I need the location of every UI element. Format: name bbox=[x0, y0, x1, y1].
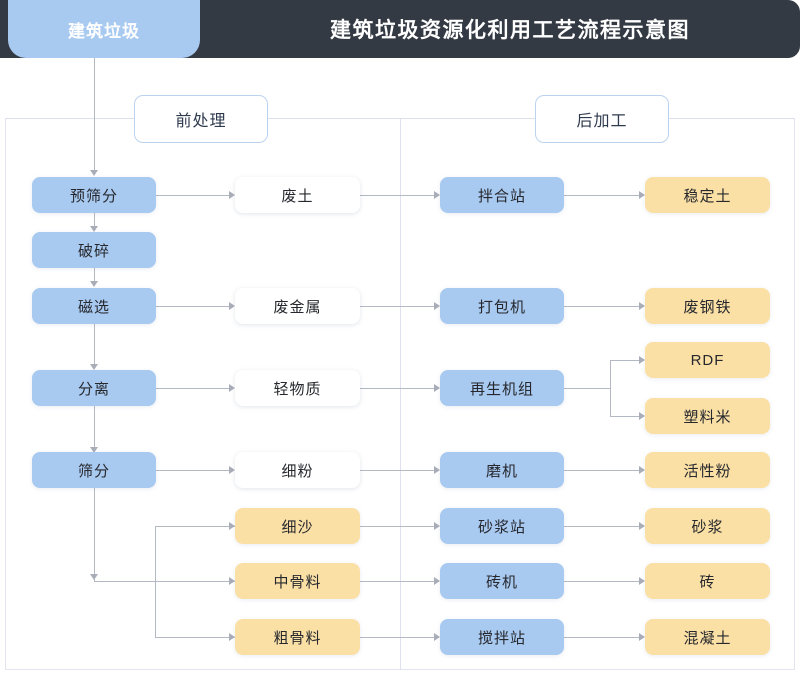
connector-screen-to-finepowder bbox=[156, 470, 229, 471]
connector-recycleunit-to-plasticpellet bbox=[610, 416, 640, 417]
arrowhead-right-coarse-aggregate bbox=[229, 633, 235, 641]
arrowhead-right-recycleunit bbox=[434, 384, 440, 392]
connector-brickmachine-to-brick bbox=[564, 581, 640, 582]
arrowhead-right-finepowder bbox=[229, 466, 235, 474]
arrowhead-right-concreteplant bbox=[434, 633, 440, 641]
node-scrap-steel[interactable]: 废钢铁 bbox=[645, 288, 770, 324]
connector-coarseaggregate-to-concreteplant bbox=[360, 637, 435, 638]
connector-mediumaggregate-to-brickmachine bbox=[360, 581, 435, 582]
connector-screen-down-trunk bbox=[94, 488, 95, 581]
arrowhead-right-lightmaterial bbox=[229, 384, 235, 392]
arrowhead-right-rdf bbox=[639, 356, 645, 364]
arrowhead-right-concrete bbox=[639, 633, 645, 641]
connector-screen-to-medium-aggregate bbox=[94, 581, 235, 582]
connector-finesand-to-mortarplant bbox=[360, 526, 435, 527]
node-rdf[interactable]: RDF bbox=[645, 342, 770, 378]
connector-prescreen-to-wastesoil bbox=[156, 195, 229, 196]
node-medium-aggregate[interactable]: 中骨料 bbox=[235, 563, 360, 599]
node-separation[interactable]: 分离 bbox=[32, 370, 156, 406]
arrowhead-down-screen-branch bbox=[90, 574, 98, 580]
connector-mixingplant-to-stabilizedsoil bbox=[564, 195, 640, 196]
connector-wastemetal-to-baler bbox=[360, 306, 435, 307]
arrowhead-down-separate bbox=[90, 364, 98, 370]
connector-recycleunit-to-rdf bbox=[610, 360, 640, 361]
node-waste-metal[interactable]: 废金属 bbox=[235, 288, 360, 324]
node-active-powder[interactable]: 活性粉 bbox=[645, 452, 770, 488]
connector-separate-to-screen bbox=[94, 406, 95, 448]
arrowhead-right-wastesoil bbox=[229, 191, 235, 199]
node-concrete-plant[interactable]: 搅拌站 bbox=[440, 619, 564, 655]
arrowhead-down-screen bbox=[90, 447, 98, 453]
connector-concreteplant-to-concrete bbox=[564, 637, 640, 638]
connector-prescreen-to-crush bbox=[94, 213, 95, 227]
node-brick[interactable]: 砖 bbox=[645, 563, 770, 599]
node-mortar-plant[interactable]: 砂浆站 bbox=[440, 508, 564, 544]
node-mill[interactable]: 磨机 bbox=[440, 452, 564, 488]
section-chip-postprocessing[interactable]: 后加工 bbox=[535, 95, 669, 143]
arrowhead-right-wastemetal bbox=[229, 302, 235, 310]
connector-separate-to-lightmaterial bbox=[156, 388, 229, 389]
arrowhead-right-activepowder bbox=[639, 466, 645, 474]
connector-aggregate-fork-trunk bbox=[155, 526, 156, 637]
node-fine-sand[interactable]: 细沙 bbox=[235, 508, 360, 544]
connector-crush-to-magnetic bbox=[94, 268, 95, 282]
connector-finepowder-to-mill bbox=[360, 470, 435, 471]
arrowhead-right-baler bbox=[434, 302, 440, 310]
arrowhead-down-magnetic bbox=[90, 281, 98, 287]
arrowhead-right-mill bbox=[434, 466, 440, 474]
arrowhead-down-prescreen bbox=[90, 170, 98, 176]
arrowhead-right-brick bbox=[639, 577, 645, 585]
arrowhead-right-fine-sand bbox=[229, 522, 235, 530]
connector-mill-to-activepowder bbox=[564, 470, 640, 471]
node-fine-powder[interactable]: 细粉 bbox=[235, 452, 360, 488]
node-crushing[interactable]: 破碎 bbox=[32, 232, 156, 268]
node-concrete[interactable]: 混凝土 bbox=[645, 619, 770, 655]
page-title: 建筑垃圾资源化利用工艺流程示意图 bbox=[330, 19, 690, 42]
arrowhead-right-mortarplant bbox=[434, 522, 440, 530]
connector-magnetic-to-wastemetal bbox=[156, 306, 229, 307]
arrowhead-right-scrapsteel bbox=[639, 302, 645, 310]
connector-baler-to-scrapsteel bbox=[564, 306, 640, 307]
node-recycling-unit[interactable]: 再生机组 bbox=[440, 370, 564, 406]
arrowhead-right-mixingplant bbox=[434, 191, 440, 199]
connector-to-fine-sand bbox=[155, 526, 235, 527]
connector-lightmaterial-to-recycleunit bbox=[360, 388, 435, 389]
arrowhead-right-stabilizedsoil bbox=[639, 191, 645, 199]
node-waste-soil[interactable]: 废土 bbox=[235, 177, 360, 213]
node-mixing-plant[interactable]: 拌合站 bbox=[440, 177, 564, 213]
connector-recycleunit-fork-trunk bbox=[610, 360, 611, 416]
arrowhead-right-mortar bbox=[639, 522, 645, 530]
node-brick-machine[interactable]: 砖机 bbox=[440, 563, 564, 599]
arrowhead-right-brickmachine bbox=[434, 577, 440, 585]
connector-tab-to-prescreen bbox=[94, 58, 95, 171]
arrowhead-down-crush bbox=[90, 226, 98, 232]
source-tab-construction-waste[interactable]: 建筑垃圾 bbox=[8, 0, 200, 58]
node-light-material[interactable]: 轻物质 bbox=[235, 370, 360, 406]
node-stabilized-soil[interactable]: 稳定土 bbox=[645, 177, 770, 213]
connector-to-coarse-aggregate bbox=[155, 637, 235, 638]
connector-recycleunit-stem bbox=[564, 388, 610, 389]
node-pre-screening[interactable]: 预筛分 bbox=[32, 177, 156, 213]
arrowhead-right-medium-aggregate bbox=[229, 577, 235, 585]
stage-divider bbox=[400, 118, 401, 670]
node-mortar[interactable]: 砂浆 bbox=[645, 508, 770, 544]
node-baler[interactable]: 打包机 bbox=[440, 288, 564, 324]
connector-magnetic-to-separate bbox=[94, 323, 95, 365]
node-screening[interactable]: 筛分 bbox=[32, 452, 156, 488]
node-coarse-aggregate[interactable]: 粗骨料 bbox=[235, 619, 360, 655]
node-magnetic-separation[interactable]: 磁选 bbox=[32, 288, 156, 324]
arrowhead-right-plasticpellet bbox=[639, 412, 645, 420]
section-chip-pretreatment[interactable]: 前处理 bbox=[134, 95, 268, 143]
connector-wastesoil-to-mixingplant bbox=[360, 195, 435, 196]
connector-mortarplant-to-mortar bbox=[564, 526, 640, 527]
node-plastic-pellet[interactable]: 塑料米 bbox=[645, 398, 770, 434]
